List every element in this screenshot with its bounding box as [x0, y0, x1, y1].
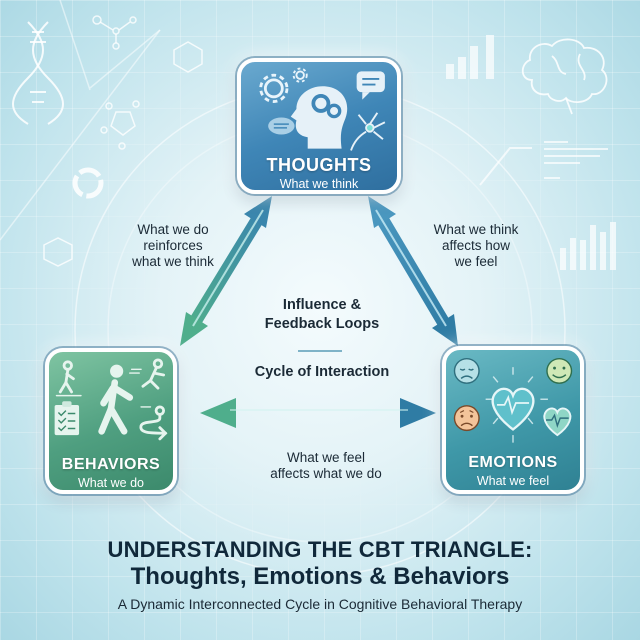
small-heart-icon [543, 407, 572, 437]
edge-label-thoughts-emotions: What we think affects how we feel [414, 222, 538, 270]
bar-chart-icon [446, 35, 616, 270]
center-line: Influence & [282, 297, 362, 313]
heartbeat-heart-icon [491, 387, 535, 431]
arrow-thoughts-emotions [368, 196, 458, 346]
center-line: Feedback Loops [264, 316, 380, 332]
thoughts-node: THOUGHTS What we think [237, 58, 401, 194]
edge-label-emotions-behaviors: What we feel affects what we do [246, 450, 406, 482]
emotions-illustration [453, 357, 573, 443]
walking-person-icon [55, 360, 82, 397]
edge-label-behaviors-thoughts: What we do reinforces what we think [108, 222, 238, 270]
rays-icon [485, 367, 548, 443]
text-lines-icon [479, 141, 608, 186]
happy-face-icon [546, 357, 573, 384]
head-gears-icon [290, 86, 348, 149]
thoughts-title: THOUGHTS [266, 155, 372, 175]
label-line: What we think [433, 222, 519, 237]
running-person-icon [129, 358, 166, 390]
arrow-behaviors-thoughts [180, 196, 272, 346]
small-speech-bubble-icon [268, 117, 295, 135]
emotions-title: EMOTIONS [468, 454, 558, 471]
molecule-icon [43, 15, 203, 267]
neuron-icon [350, 112, 386, 151]
center-subheading: Cycle of Interaction [254, 364, 390, 380]
label-line: What we do [137, 222, 209, 237]
brain-icon [521, 38, 608, 115]
label-line: affects how [441, 238, 511, 253]
behaviors-subtitle: What we do [77, 476, 144, 490]
label-line: reinforces [143, 238, 203, 253]
emotions-subtitle: What we feel [476, 474, 550, 488]
thoughts-subtitle: What we think [279, 177, 359, 191]
speech-bubble-icon [356, 71, 385, 100]
label-line: what we think [132, 254, 214, 269]
subtitle: A Dynamic Interconnected Cycle in Cognit… [117, 596, 523, 612]
center-heading: Influence & Feedback Loops [232, 296, 412, 334]
behaviors-title: BEHAVIORS [61, 456, 161, 473]
arrow-emotions-behaviors [200, 398, 436, 428]
sad-face-icon [453, 357, 480, 384]
label-line: What we feel [286, 450, 366, 465]
main-title-line2: Thoughts, Emotions & Behaviors [130, 563, 510, 590]
label-line: affects what we do [270, 466, 382, 481]
main-title: UNDERSTANDING THE CBT TRIANGLE: [107, 537, 533, 562]
main-walking-person-icon [98, 364, 134, 435]
label-line: we feel [454, 254, 498, 269]
center-divider [298, 350, 342, 352]
dna-icon [12, 21, 64, 125]
gear-icon [259, 73, 289, 103]
behaviors-node: BEHAVIORS What we do [45, 348, 177, 494]
route-icon [139, 405, 168, 441]
worried-face-icon [453, 405, 480, 432]
donut-chart-icon [72, 167, 104, 199]
small-gear-icon [292, 67, 308, 83]
emotions-node: EMOTIONS What we feel [442, 346, 584, 494]
clipboard-checklist-icon [54, 401, 80, 436]
behaviors-illustration [54, 358, 168, 441]
thoughts-illustration [259, 67, 386, 151]
